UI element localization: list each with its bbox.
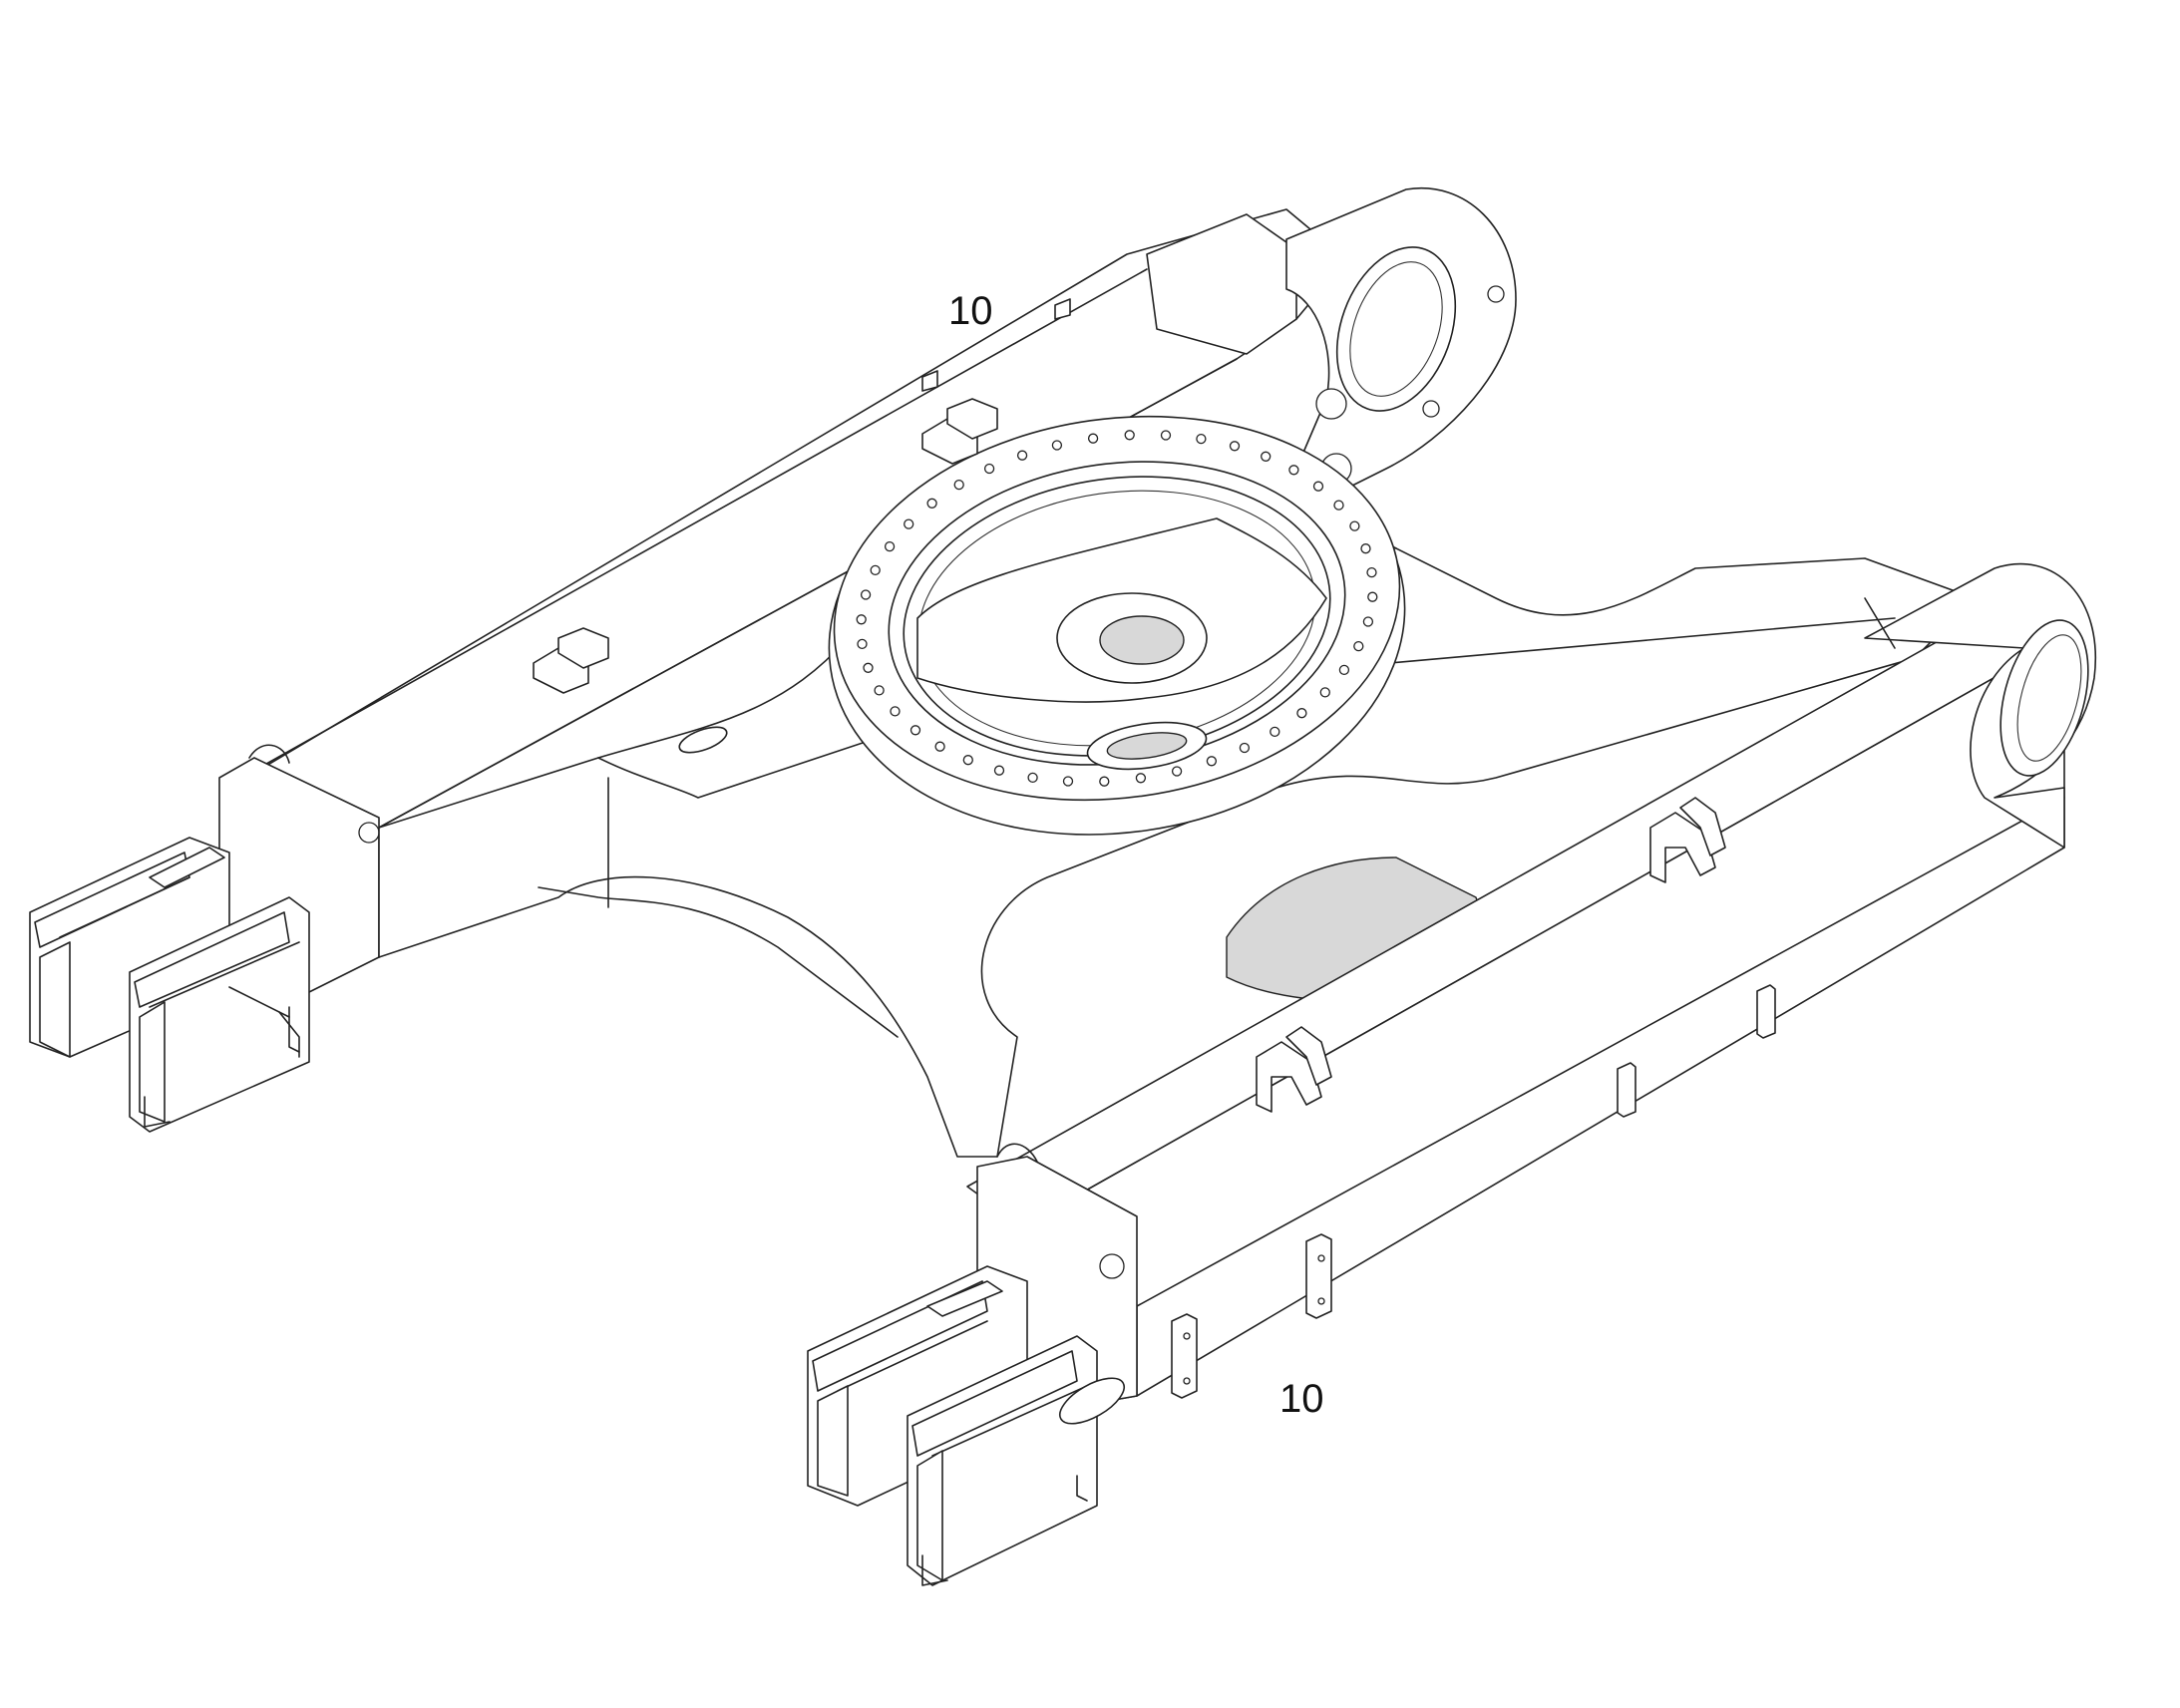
- bolt-hole: [1087, 433, 1099, 444]
- bolt-hole: [1333, 500, 1344, 511]
- bolt-hole: [1288, 465, 1299, 476]
- bolt-hole: [1239, 742, 1251, 754]
- bolt-hole: [860, 589, 872, 600]
- bolt-hole: [909, 725, 921, 736]
- guide-brackets: [533, 298, 1776, 1399]
- bolt-hole: [1362, 616, 1374, 627]
- bolt-hole: [1353, 640, 1364, 652]
- bolt-hole: [993, 765, 1005, 776]
- bolt-hole: [1349, 520, 1360, 531]
- bolt-hole: [1367, 591, 1378, 602]
- bolt-hole: [1099, 776, 1110, 787]
- bolt-hole: [962, 755, 973, 766]
- bolt-hole: [983, 463, 995, 475]
- bolt-hole: [863, 662, 874, 673]
- bolt-hole: [1296, 708, 1307, 719]
- bolt-hole: [1124, 430, 1135, 441]
- bolt-hole: [1062, 776, 1074, 787]
- bolt-hole: [1206, 756, 1218, 767]
- bolt-hole: [1027, 772, 1038, 784]
- bolt-hole: [1016, 450, 1028, 461]
- bolt-hole: [874, 685, 885, 696]
- bolt-hole: [904, 518, 914, 529]
- right-track-frame: [807, 562, 2097, 1586]
- callout-label-top: 10: [948, 289, 993, 333]
- bolt-hole: [1261, 451, 1272, 462]
- bolt-hole: [890, 706, 901, 717]
- callout-label-bottom: 10: [1279, 1377, 1324, 1421]
- sprocket-housing-top: [1146, 186, 1517, 500]
- part-callouts: 10 10: [948, 289, 1324, 1421]
- bolt-hole: [884, 540, 896, 552]
- bolt-hole: [1229, 441, 1241, 452]
- bolt-hole: [934, 741, 945, 752]
- swing-bearing-ring: [828, 415, 1406, 836]
- bolt-hole: [1360, 543, 1371, 554]
- bolt-hole: [870, 564, 881, 576]
- bolt-hole: [926, 498, 937, 509]
- bolt-hole: [1270, 726, 1280, 738]
- bolt-hole: [1051, 440, 1063, 451]
- bolt-hole: [1196, 433, 1207, 445]
- bolt-hole: [1366, 566, 1377, 578]
- bolt-hole: [1319, 687, 1330, 698]
- bolt-hole: [953, 479, 964, 491]
- bolt-hole: [857, 638, 868, 650]
- bolt-hole: [1171, 766, 1183, 777]
- bolt-hole: [1135, 773, 1147, 784]
- bolt-hole: [856, 614, 867, 625]
- bolt-hole: [1160, 430, 1172, 441]
- bearing-bolt-holes: [856, 430, 1378, 787]
- left-track-frame: [29, 208, 1347, 1133]
- bolt-hole: [1312, 481, 1324, 492]
- bolt-hole: [1338, 664, 1350, 676]
